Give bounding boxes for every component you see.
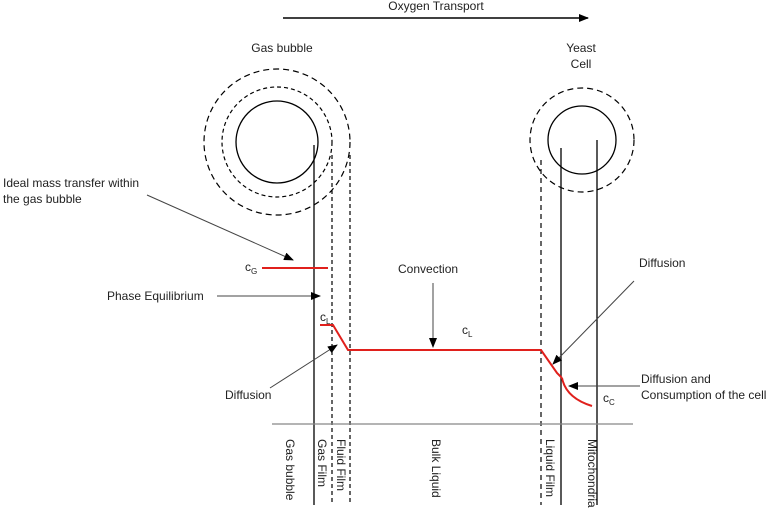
region-label-gas-film: Gas Film: [315, 439, 329, 487]
region-label-mitochondria: Mitochondria: [585, 439, 599, 508]
phase-equilibrium-label: Phase Equilibrium: [107, 289, 204, 303]
region-label-gas-bubble: Gas bubble: [283, 439, 297, 501]
gas-bubble-outer-ring: [203, 68, 351, 216]
yeast-cell-outer-ring: [529, 87, 635, 193]
diffusion-left-arrow: [269, 344, 338, 389]
region-label-fluid-film: Fluid Film: [334, 439, 348, 491]
region-label-liquid-film: Liquid Film: [543, 439, 557, 497]
cl-label: cL: [462, 323, 473, 339]
diffusion-left-label: Diffusion: [225, 388, 271, 402]
diffusion-right-arrow: [552, 280, 635, 365]
gas-bubble: [235, 100, 319, 184]
diffusion-consumption-label-line1: Diffusion and: [641, 372, 711, 386]
oxygen-transport-title: Oxygen Transport: [388, 0, 484, 13]
ideal-mass-transfer-arrow: [146, 194, 294, 261]
cg-label: cG: [245, 260, 257, 276]
cc-label: cC: [603, 391, 615, 407]
ideal-mass-transfer-label-line2: the gas bubble: [3, 192, 82, 206]
convection-label: Convection: [398, 262, 458, 276]
diffusion-consumption-label-line2: Consumption of the cell: [641, 388, 766, 402]
yeast-cell: [547, 105, 617, 175]
yeast-cell-label-line1: Yeast: [566, 41, 596, 55]
cli-label: cL: [320, 310, 331, 326]
gas-bubble-inner-ring: [221, 86, 333, 198]
concentration-profile: [320, 324, 563, 379]
ideal-mass-transfer-label-line1: Ideal mass transfer within: [3, 176, 139, 190]
region-label-bulk-liquid: Bulk Liquid: [429, 439, 443, 498]
gas-bubble-label: Gas bubble: [251, 41, 313, 55]
yeast-cell-label-line2: Cell: [571, 57, 592, 71]
consumption-curve: [561, 377, 593, 407]
diffusion-right-label: Diffusion: [639, 256, 685, 270]
